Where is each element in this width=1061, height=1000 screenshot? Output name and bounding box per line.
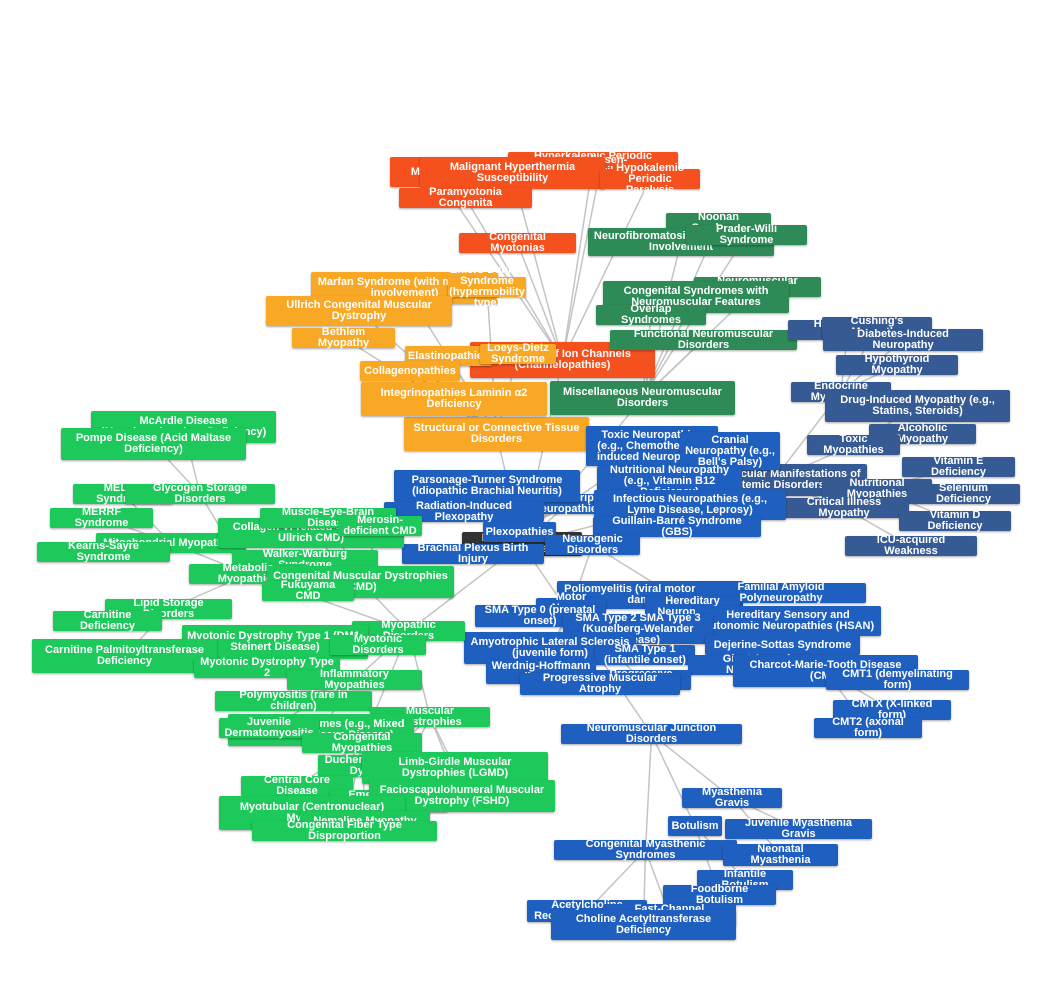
edge-r_ion-r_andersen [561, 170, 601, 361]
node-g-merrf[interactable]: MERRF Syndrome [50, 507, 153, 529]
edge-r_ion-r_hypopp [561, 178, 651, 361]
node-g-cftd[interactable]: Congenital Fiber Type Disproportion [252, 820, 437, 842]
node-b-gbs[interactable]: Guillain-Barré Syndrome (GBS) [593, 516, 761, 538]
node-d-prader[interactable]: Prader-Willi Syndrome [686, 224, 807, 246]
node-d-misc[interactable]: Miscellaneous Neuromuscular Disorders [550, 381, 735, 415]
node-o-collagen[interactable]: Collagenopathies [360, 361, 460, 381]
edge-b_nmj-b_cms [644, 733, 653, 851]
node-r-congmy[interactable]: Congenital Myotonias [459, 232, 576, 254]
node-o-bethlem[interactable]: Bethlem Myopathy [292, 327, 395, 349]
node-o-ullrich[interactable]: Ullrich Congenital Muscular Dystrophy [266, 296, 452, 326]
node-g-juvderm[interactable]: Juvenile Dermatomyositis [219, 717, 319, 739]
node-b-parsonage[interactable]: Parsonage-Turner Syndrome (Idiopathic Br… [394, 470, 580, 502]
node-g-carnitine[interactable]: Carnitine Deficiency [53, 610, 162, 632]
node-o-loeys[interactable]: Loeys-Dietz Syndrome [480, 343, 556, 365]
node-b-radiation[interactable]: Radiation-Induced Plexopathy [384, 501, 544, 523]
node-g-cmd[interactable]: Merosin-deficient CMD [338, 515, 422, 537]
node-g-glycogen[interactable]: Glycogen Storage Disorders [125, 483, 275, 505]
node-b-neurogenic[interactable]: Neurogenic Disorders [545, 534, 640, 556]
node-b-cranial[interactable]: Cranial Neuropathy (e.g., Bell's Palsy) [680, 432, 780, 470]
edge-r_ion-r_congmy [516, 242, 564, 361]
node-n-diabetes[interactable]: Diabetes-Induced Neuropathy [823, 329, 983, 351]
node-b-dejerine[interactable]: Dejerine-Sottas Syndrome [705, 635, 860, 655]
node-g-myotonicdis[interactable]: Myotonic Disorders [330, 634, 426, 656]
node-b-hsan[interactable]: Hereditary Sensory and Autonomic Neuropa… [695, 606, 881, 636]
node-d-functional[interactable]: Functional Neuromuscular Disorders [610, 329, 797, 351]
node-n-nutrmyo[interactable]: Nutritional Myopathies [822, 478, 932, 500]
node-n-vitd[interactable]: Vitamin D Deficiency [899, 510, 1011, 532]
edge-b_nmj-b_mg [651, 733, 733, 799]
node-d-overlap[interactable]: Overlap Syndromes [596, 304, 706, 326]
node-b-nmj[interactable]: Neuromuscular Junction Disorders [561, 723, 742, 745]
node-b-cholin[interactable]: Choline Acetyltransferase Deficiency [551, 910, 736, 940]
node-o-integrin[interactable]: Integrinopathies Laminin α2 Deficiency [361, 382, 547, 416]
node-o-struct[interactable]: Structural or Connective Tissue Disorder… [404, 417, 589, 451]
node-g-congmyo[interactable]: Congenital Myopathies [302, 732, 422, 754]
node-b-cmt2[interactable]: CMT2 (axonal form) [814, 717, 922, 739]
node-g-kearns[interactable]: Kearns-Sayre Syndrome [37, 541, 170, 563]
node-g-inflam[interactable]: Inflammatory Myopathies [287, 669, 422, 691]
node-g-fukuyama[interactable]: Fukuyama CMD [262, 580, 354, 602]
node-n-drug[interactable]: Drug-Induced Myopathy (e.g., Statins, St… [825, 390, 1010, 422]
node-n-selenium[interactable]: Selenium Deficiency [907, 483, 1020, 505]
node-r-mh[interactable]: Malignant Hyperthermia Susceptibility [420, 157, 605, 189]
node-n-vite[interactable]: Vitamin E Deficiency [902, 456, 1015, 478]
node-n-toxic[interactable]: Toxic Myopathies [807, 434, 900, 456]
node-b-brachial[interactable]: Brachial Plexus Birth Injury [402, 543, 544, 565]
node-b-cms[interactable]: Congenital Myasthenic Syndromes [554, 839, 737, 861]
node-b-jmg[interactable]: Juvenile Myasthenia Gravis [725, 818, 872, 840]
node-b-cmtx[interactable]: CMTX (X-linked form) [833, 699, 951, 721]
node-b-cmt1[interactable]: CMT1 (demyelinating form) [826, 669, 969, 691]
node-b-mg[interactable]: Myasthenia Gravis [682, 787, 782, 809]
node-g-pompe[interactable]: Pompe Disease (Acid Maltase Deficiency) [61, 428, 246, 460]
node-b-foodbot[interactable]: Foodborne Botulism [663, 884, 776, 906]
node-n-hypothyroid[interactable]: Hypothyroid Myopathy [836, 354, 958, 376]
node-b-neonatal[interactable]: Neonatal Myasthenia [723, 844, 838, 866]
node-n-critical[interactable]: Critical Illness Myopathy [779, 497, 909, 519]
edge-b_nmj-b_botulism [650, 733, 696, 827]
node-o-ehlers[interactable]: Ehlers-Danlos Syndrome (hypermobility ty… [448, 264, 526, 309]
node-n-icu[interactable]: ICU-acquired Weakness [845, 535, 977, 557]
node-g-central[interactable]: Central Core Disease [241, 775, 353, 797]
node-g-lgmd[interactable]: Limb-Girdle Muscular Dystrophies (LGMD) [362, 752, 548, 784]
node-g-polymyo[interactable]: Polymyositis (rare in children) [215, 690, 372, 712]
node-b-plexo[interactable]: Plexopathies [483, 522, 556, 542]
node-r-paramy[interactable]: Paramyotonia Congenita [399, 187, 532, 209]
node-r-hypopp[interactable]: Hypokalemic Periodic Paralysis [600, 162, 700, 195]
node-b-sma1[interactable]: SMA Type 1 (infantile onset) [595, 644, 695, 666]
node-g-cpt[interactable]: Carnitine Palmitoyltransferase Deficienc… [32, 639, 217, 673]
edge-r_ion-r_hyperpp [561, 161, 594, 361]
node-b-infect[interactable]: Infectious Neuropathies (e.g., Lyme Dise… [594, 490, 786, 520]
node-b-pma[interactable]: Progressive Muscular Atrophy [520, 673, 680, 695]
node-b-botulism[interactable]: Botulism [668, 816, 722, 836]
